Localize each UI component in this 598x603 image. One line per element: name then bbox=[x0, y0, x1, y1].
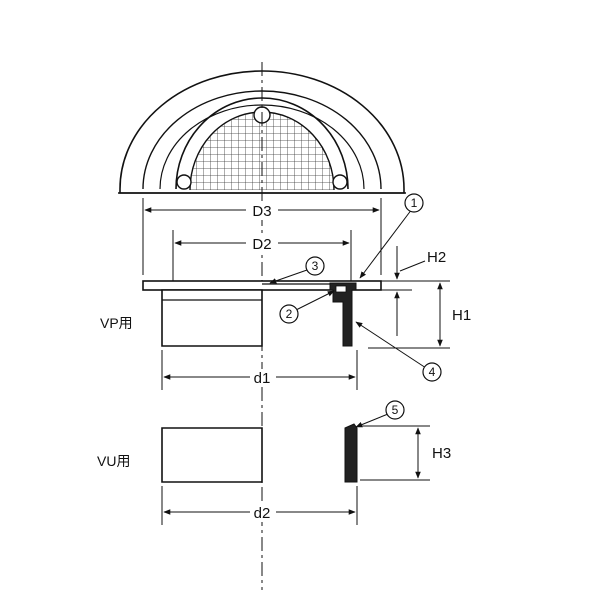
label-d2: D2 bbox=[252, 236, 271, 253]
dimension-d2: D2 bbox=[172, 230, 352, 282]
vp-section-right bbox=[329, 282, 357, 347]
dimension-d1: d1 bbox=[161, 350, 358, 390]
dimension-h2: H2 bbox=[381, 246, 446, 336]
dimension-h3: H3 bbox=[360, 425, 451, 481]
label-d3: D3 bbox=[252, 203, 271, 220]
label-d2-lower: d2 bbox=[254, 505, 271, 522]
vp-section: VP用 bbox=[100, 280, 382, 347]
dimension-d2-lower: d2 bbox=[161, 486, 358, 525]
callout-2: 2 bbox=[279, 290, 335, 324]
callout-3: 3 bbox=[269, 256, 325, 284]
label-h2: H2 bbox=[427, 249, 446, 266]
callout-5: 5 bbox=[355, 400, 405, 428]
left-knob bbox=[176, 174, 192, 190]
dimension-h1: H1 bbox=[368, 280, 471, 349]
vu-section: VU用 bbox=[97, 423, 358, 483]
label-h1: H1 bbox=[452, 307, 471, 324]
label-vp: VP用 bbox=[100, 315, 133, 331]
dimension-d3: D3 bbox=[142, 198, 382, 275]
callout-4: 4 bbox=[355, 321, 442, 382]
svg-text:3: 3 bbox=[312, 259, 319, 273]
vp-socket-left bbox=[161, 289, 263, 347]
right-knob bbox=[332, 174, 348, 190]
label-vu: VU用 bbox=[97, 453, 130, 469]
svg-text:2: 2 bbox=[286, 307, 293, 321]
vu-section-right bbox=[344, 423, 358, 483]
vu-socket-left bbox=[161, 427, 263, 483]
label-h3: H3 bbox=[432, 445, 451, 462]
svg-text:1: 1 bbox=[411, 196, 418, 210]
svg-text:4: 4 bbox=[429, 365, 436, 379]
callout-1: 1 bbox=[359, 193, 424, 279]
label-d1: d1 bbox=[254, 370, 271, 387]
svg-text:5: 5 bbox=[392, 403, 399, 417]
